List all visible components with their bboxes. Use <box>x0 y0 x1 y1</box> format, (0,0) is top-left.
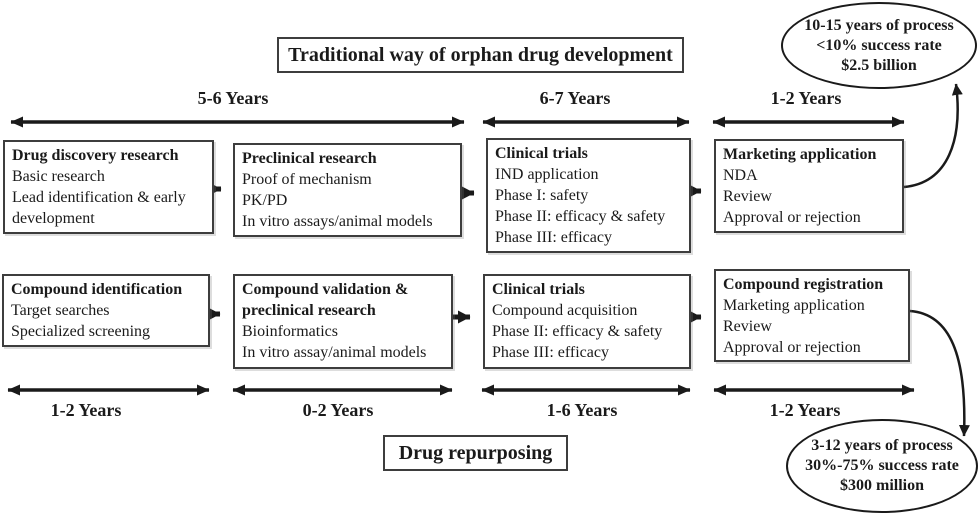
stage-title: Marketing application <box>723 146 877 163</box>
stage-title: Clinical trials <box>492 281 585 298</box>
curved-arrow-to-bottom-outcome <box>909 309 970 437</box>
outcome-line: 30%-75% success rate <box>805 457 959 474</box>
outcome-line: $2.5 billion <box>841 56 917 74</box>
stage-compound-validation: Compound validation & preclinical resear… <box>233 274 453 369</box>
stage-line: Proof of mechanism <box>242 171 372 188</box>
timeline-label-top-2: 6-7 Years <box>539 88 611 108</box>
stage-title: Preclinical research <box>242 150 377 167</box>
stage-line: PK/PD <box>242 192 288 209</box>
stage-marketing-application: Marketing application NDA Review Approva… <box>714 139 904 233</box>
stage-line: Review <box>723 188 772 205</box>
stage-line: IND application <box>495 166 599 183</box>
stage-line: Bioinformatics <box>242 323 338 340</box>
stage-line: Target searches <box>11 302 110 319</box>
timeline-label-top-1: 5-6 Years <box>197 88 269 108</box>
timeline-label-bottom-3: 1-6 Years <box>546 400 618 420</box>
stage-line: Phase III: efficacy <box>495 229 612 246</box>
stage-preclinical-research: Preclinical research Proof of mechanism … <box>233 143 462 237</box>
stage-line: Phase III: efficacy <box>492 344 609 361</box>
stage-title: Clinical trials <box>495 145 588 162</box>
stage-line: Review <box>723 318 772 335</box>
outcome-line: <10% success rate <box>816 36 942 54</box>
stage-line: Approval or rejection <box>723 339 861 356</box>
stage-line: Phase II: efficacy & safety <box>492 323 663 340</box>
outcome-line: 10-15 years of process <box>804 16 954 34</box>
stage-line: In vitro assay/animal models <box>242 344 427 361</box>
stage-title: Compound identification <box>11 281 183 298</box>
timeline-label-bottom-1: 1-2 Years <box>50 400 122 420</box>
curved-arrow-to-top-outcome <box>903 83 963 189</box>
outcome-line: 3-12 years of process <box>811 437 953 454</box>
timeline-label-bottom-4: 1-2 Years <box>769 400 841 420</box>
stage-line: Lead identification & early development <box>12 189 186 227</box>
stage-compound-identification: Compound identification Target searches … <box>2 274 210 347</box>
stage-drug-discovery-research: Drug discovery research Basic research L… <box>3 140 214 234</box>
stage-compound-registration: Compound registration Marketing applicat… <box>714 269 910 362</box>
timeline-label-bottom-2: 0-2 Years <box>302 400 374 420</box>
traditional-outcome-ellipse: 10-15 years of process <10% success rate… <box>781 2 977 89</box>
stage-clinical-trials-repurposing: Clinical trials Compound acquisition Pha… <box>483 274 691 369</box>
stage-line: Compound acquisition <box>492 302 638 319</box>
repurposing-outcome-ellipse: 3-12 years of process 30%-75% success ra… <box>786 419 978 513</box>
stage-line: Basic research <box>12 168 105 185</box>
stage-title: Compound validation & preclinical resear… <box>242 281 409 319</box>
traditional-flow-title: Traditional way of orphan drug developme… <box>277 37 684 73</box>
repurposing-flow-title: Drug repurposing <box>383 435 568 471</box>
outcome-line: $300 million <box>839 477 924 494</box>
stage-clinical-trials-traditional: Clinical trials IND application Phase I:… <box>486 138 691 253</box>
timeline-label-top-3: 1-2 Years <box>770 88 842 108</box>
stage-line: Specialized screening <box>11 323 151 340</box>
stage-line: Marketing application <box>723 297 865 314</box>
stage-title: Compound registration <box>723 276 884 293</box>
stage-line: In vitro assays/animal models <box>242 213 433 230</box>
stage-line: NDA <box>723 167 758 184</box>
stage-line: Approval or rejection <box>723 209 861 226</box>
stage-line: Phase II: efficacy & safety <box>495 208 666 225</box>
stage-line: Phase I: safety <box>495 187 589 204</box>
stage-title: Drug discovery research <box>12 147 179 164</box>
